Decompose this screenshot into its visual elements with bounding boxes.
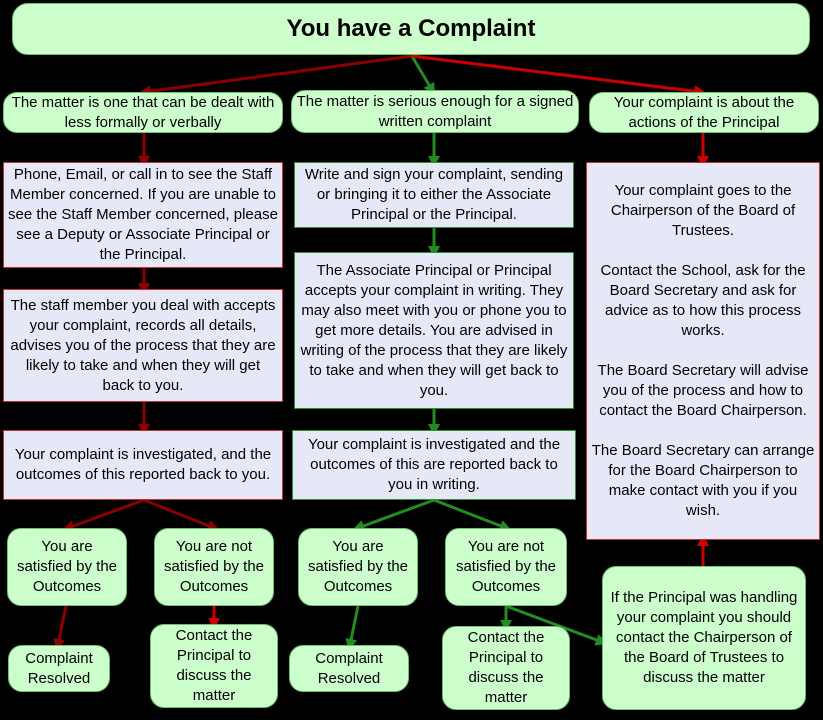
connector-informal-sat xyxy=(62,498,145,532)
connector-title-informal xyxy=(139,54,413,98)
principal-escalation: If the Principal was handling your compl… xyxy=(602,566,806,710)
informal-step-1: Phone, Email, or call in to see the Staf… xyxy=(3,162,283,268)
written-satisfied: You are satisfied by the Outcomes xyxy=(298,528,418,606)
written-step-1: Write and sign your complaint, sending o… xyxy=(294,162,574,228)
informal-contact-principal: Contact the Principal to discuss the mat… xyxy=(150,624,278,708)
connector-informal-notsat xyxy=(143,498,220,532)
connector-title-written xyxy=(410,55,436,96)
written-resolved: Complaint Resolved xyxy=(289,645,409,692)
connector-written-escalate xyxy=(505,604,608,646)
header-principal: Your complaint is about the actions of t… xyxy=(589,92,819,133)
written-not-satisfied: You are not satisfied by the Outcomes xyxy=(445,528,567,606)
informal-step-3: Your complaint is investigated, and the … xyxy=(3,430,283,500)
informal-not-satisfied: You are not satisfied by the Outcomes xyxy=(154,528,274,606)
principal-step-1: Your complaint goes to the Chairperson o… xyxy=(586,162,820,540)
header-informal: The matter is one that can be dealt with… xyxy=(3,92,283,133)
connector-written-resolved xyxy=(345,605,360,651)
page-title: You have a Complaint xyxy=(12,3,810,55)
informal-step-2: The staff member you deal with accepts y… xyxy=(3,289,283,402)
connector-informal-resolved xyxy=(53,605,68,651)
informal-resolved: Complaint Resolved xyxy=(8,645,110,692)
written-step-2: The Associate Principal or Principal acc… xyxy=(294,252,574,409)
informal-satisfied: You are satisfied by the Outcomes xyxy=(7,528,127,606)
written-contact-principal: Contact the Principal to discuss the mat… xyxy=(442,626,570,710)
written-step-3: Your complaint is investigated and the o… xyxy=(292,430,576,500)
connector-title-principal xyxy=(411,54,706,98)
header-written: The matter is serious enough for a signe… xyxy=(291,90,579,133)
connector-written-sat xyxy=(352,498,435,532)
connector-written-notsat xyxy=(433,498,512,532)
